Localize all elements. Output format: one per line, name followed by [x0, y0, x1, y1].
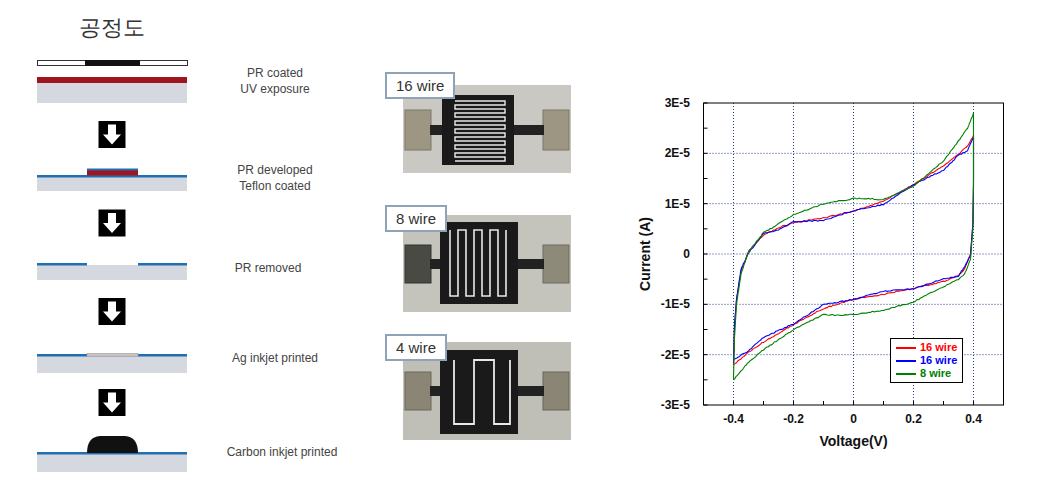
- process-step: PR removed: [37, 255, 187, 280]
- diagram-title: 공정도: [79, 13, 145, 43]
- tick-mark: [943, 401, 944, 405]
- legend-label: 16 wire: [920, 341, 957, 354]
- tick-mark: [704, 178, 708, 179]
- tick-mark: [853, 401, 854, 405]
- tick-mark: [704, 254, 708, 255]
- step-label: PR coated UV exposure: [238, 65, 312, 97]
- sample-label: 4 wire: [396, 339, 436, 356]
- chart-legend: 16 wire16 wire8 wire: [890, 338, 963, 383]
- process-step: PR developed Teflon coated: [37, 165, 187, 191]
- cross-section: [37, 354, 187, 374]
- tick-label: -2E-5: [661, 348, 690, 362]
- sample-label: 8 wire: [396, 210, 436, 227]
- axis-title: Current (A): [637, 217, 653, 291]
- cv-curve: [734, 135, 974, 365]
- tick-label: 0: [850, 412, 857, 426]
- tick-label: 1E-5: [665, 197, 690, 211]
- tick-mark: [704, 379, 708, 380]
- step-arrow: [103, 280, 121, 343]
- cv-curve: [734, 137, 974, 363]
- tick-mark: [913, 401, 914, 405]
- legend-swatch: [896, 360, 916, 362]
- process-step: PR coated UV exposure: [37, 58, 187, 104]
- sample-tag: 16 wire: [385, 72, 455, 99]
- step-arrow: [103, 191, 121, 255]
- tick-label: -0.4: [723, 412, 744, 426]
- tick-mark: [704, 153, 708, 154]
- cross-section: [37, 263, 187, 280]
- legend-swatch: [896, 347, 916, 349]
- cross-section: [37, 60, 188, 103]
- tick-mark: [793, 401, 794, 405]
- tick-mark: [704, 128, 708, 129]
- step-arrow: [103, 104, 121, 165]
- tick-mark: [704, 329, 708, 330]
- arrow-box: [99, 280, 126, 343]
- tick-mark: [883, 401, 884, 405]
- step-label: Ag inkjet printed: [232, 350, 318, 366]
- tick-label: 0: [683, 247, 690, 261]
- sample-tag: 8 wire: [385, 205, 447, 232]
- tick-label: -1E-5: [661, 297, 690, 311]
- axis-title: Voltage(V): [819, 433, 887, 449]
- cross-section: [37, 436, 187, 472]
- tick-mark: [704, 203, 708, 204]
- sample-label: 16 wire: [396, 77, 444, 94]
- tick-label: -0.2: [783, 412, 804, 426]
- tick-label: 3E-5: [665, 96, 690, 110]
- tick-label: 0.2: [905, 412, 922, 426]
- legend-label: 8 wire: [920, 367, 951, 380]
- cross-section: [37, 169, 187, 192]
- step-label: PR developed Teflon coated: [232, 162, 318, 194]
- step-label: Carbon inkjet printed: [227, 444, 338, 460]
- step-label: PR removed: [235, 260, 302, 276]
- process-step: Carbon inkjet printed: [37, 432, 187, 472]
- tick-mark: [704, 354, 708, 355]
- sample-tag: 4 wire: [385, 334, 447, 361]
- legend-row: 16 wire: [896, 341, 957, 354]
- plot-frame: [704, 103, 1004, 405]
- step-arrow: [103, 373, 121, 432]
- arrow-head: [103, 125, 121, 145]
- tick-mark: [704, 228, 708, 229]
- grid-line: [704, 304, 1004, 305]
- legend-swatch: [896, 373, 916, 375]
- arrow-head: [103, 213, 121, 233]
- arrow-head: [103, 302, 121, 322]
- tick-mark: [704, 279, 708, 280]
- tick-label: 2E-5: [665, 146, 690, 160]
- arrow-box: [99, 373, 126, 432]
- tick-label: -3E-5: [661, 398, 690, 412]
- legend-row: 16 wire: [896, 354, 957, 367]
- tick-mark: [704, 304, 708, 305]
- arrow-box: [99, 104, 126, 165]
- tick-mark: [763, 401, 764, 405]
- legend-row: 8 wire: [896, 367, 957, 380]
- arrow-head: [103, 393, 121, 413]
- arrow-box: [99, 191, 126, 255]
- grid-line: [704, 203, 1004, 204]
- process-step: Ag inkjet printed: [37, 343, 187, 373]
- tick-mark: [823, 401, 824, 405]
- tick-mark: [733, 401, 734, 405]
- legend-label: 16 wire: [920, 354, 957, 367]
- tick-mark: [973, 401, 974, 405]
- tick-label: 0.4: [965, 412, 982, 426]
